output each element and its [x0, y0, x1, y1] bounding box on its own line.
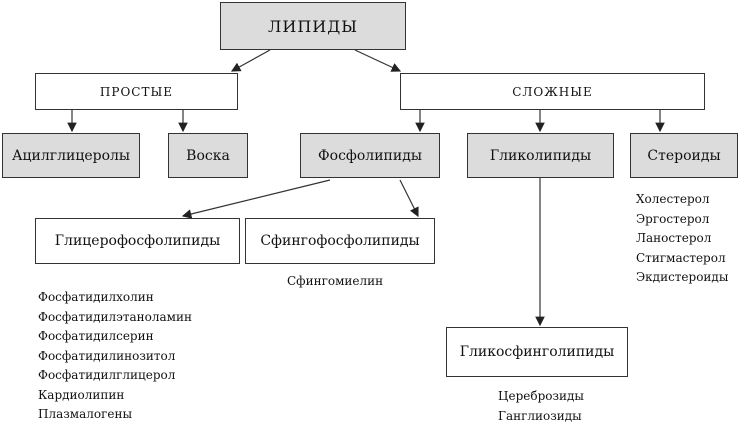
steroids-node: Стероиды	[630, 133, 738, 178]
glycosphingolipids-examples-list: Цереброзиды Ганглиозиды	[498, 387, 584, 426]
list-item: Экдистероиды	[636, 268, 728, 288]
list-item: Ганглиозиды	[498, 407, 584, 426]
list-item: Фосфатидилхолин	[38, 288, 192, 308]
list-item: Фосфатидилсерин	[38, 327, 192, 347]
arrow-phospholipids-sphingophospholipids	[400, 180, 418, 216]
list-item: Цереброзиды	[498, 387, 584, 407]
lipids-root-node: ЛИПИДЫ	[220, 2, 406, 50]
arrow-root-simple	[232, 50, 270, 71]
list-item: Ланостерол	[636, 229, 728, 249]
phospholipids-node: Фосфолипиды	[300, 133, 440, 178]
list-item: Фосфатидилинозитол	[38, 347, 192, 367]
list-item: Фосфатидилэтаноламин	[38, 308, 192, 328]
list-item: Фосфатидилглицерол	[38, 366, 192, 386]
glycerophospholipids-examples-list: Фосфатидилхолин Фосфатидилэтаноламин Фос…	[38, 288, 192, 425]
arrow-root-complex	[355, 50, 400, 71]
list-item: Холестерол	[636, 190, 728, 210]
glycolipids-node: Гликолипиды	[467, 133, 614, 178]
glycosphingolipids-node: Гликосфинголипиды	[446, 327, 628, 377]
complex-lipids-node: СЛОЖНЫЕ	[400, 73, 705, 110]
acylglycerols-node: Ацилглицеролы	[2, 133, 140, 178]
list-item: Сфингомиелин	[287, 272, 383, 292]
arrow-phospholipids-glycerophospholipids	[183, 180, 330, 216]
steroids-examples-list: Холестерол Эргостерол Ланостерол Стигмас…	[636, 190, 728, 288]
simple-lipids-node: ПРОСТЫЕ	[35, 73, 238, 110]
glycerophospholipids-node: Глицерофосфолипиды	[35, 218, 240, 264]
waxes-node: Воска	[168, 133, 248, 178]
list-item: Плазмалогены	[38, 405, 192, 425]
sphingophospholipids-examples-list: Сфингомиелин	[287, 272, 383, 292]
list-item: Стигмастерол	[636, 249, 728, 269]
sphingophospholipids-node: Сфингофосфолипиды	[245, 218, 435, 264]
list-item: Кардиолипин	[38, 386, 192, 406]
list-item: Эргостерол	[636, 210, 728, 230]
